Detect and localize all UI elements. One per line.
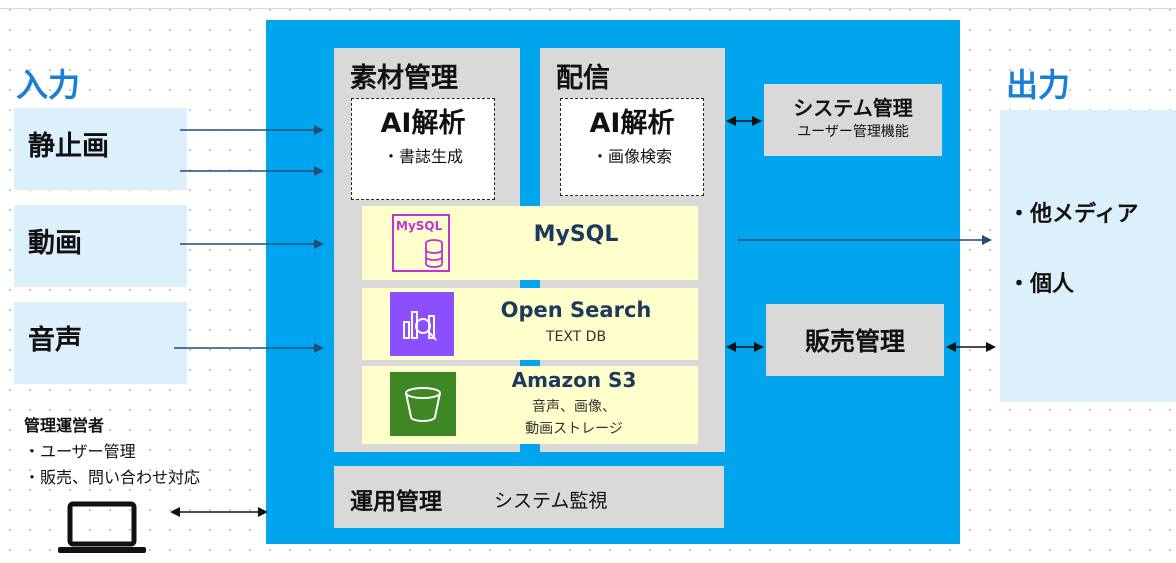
- output-individual: ・個人: [1008, 272, 1075, 297]
- opensearch-sub: TEXT DB: [545, 329, 607, 345]
- system-management-title: システム管理: [793, 96, 913, 120]
- opensearch-label: Open Search: [500, 298, 652, 322]
- admin-line-sales: ・販売、問い合わせ対応: [24, 468, 201, 487]
- mysql-icon: MySQL: [390, 212, 452, 274]
- delivery-title: 配信: [556, 63, 610, 94]
- material-ai-analysis-box: AI解析 ・書誌生成: [351, 98, 495, 200]
- input-still-image: 静止画: [14, 108, 187, 190]
- delivery-ai-title: AI解析: [589, 108, 675, 139]
- output-box: [1000, 110, 1176, 402]
- material-management-title: 素材管理: [350, 63, 458, 94]
- output-heading: 出力: [1006, 66, 1071, 104]
- top-divider: [0, 8, 1176, 9]
- operations-title: 運用管理: [350, 489, 442, 515]
- delivery-ai-sub: ・画像検索: [591, 147, 672, 166]
- output-other-media: ・他メディア: [1008, 202, 1139, 227]
- operations-sub: システム監視: [494, 490, 608, 512]
- s3-sub-1: 音声、画像、: [532, 399, 616, 415]
- admin-line-users: ・ユーザー管理: [24, 442, 136, 461]
- system-management-sub: ユーザー管理機能: [797, 124, 909, 140]
- system-management: システム管理 ユーザー管理機能: [764, 84, 942, 156]
- admin-title: 管理運営者: [24, 416, 105, 435]
- mysql-service: [362, 206, 698, 280]
- s3-bucket-icon: [390, 372, 456, 436]
- sales-management: 販売管理: [766, 304, 944, 376]
- material-ai-title: AI解析: [380, 108, 466, 139]
- s3-sub-2: 動画ストレージ: [525, 421, 623, 437]
- input-heading: 入力: [16, 66, 81, 104]
- laptop-icon: [52, 498, 152, 558]
- opensearch-icon: [390, 292, 454, 356]
- s3-label: Amazon S3: [511, 368, 637, 392]
- mysql-label: MySQL: [533, 222, 619, 247]
- operations-management: [334, 466, 724, 528]
- svg-text:MySQL: MySQL: [396, 219, 443, 233]
- delivery-ai-analysis-box: AI解析 ・画像検索: [560, 98, 704, 196]
- material-ai-sub: ・書誌生成: [382, 147, 463, 166]
- input-audio: 音声: [14, 302, 187, 384]
- input-video: 動画: [14, 205, 187, 287]
